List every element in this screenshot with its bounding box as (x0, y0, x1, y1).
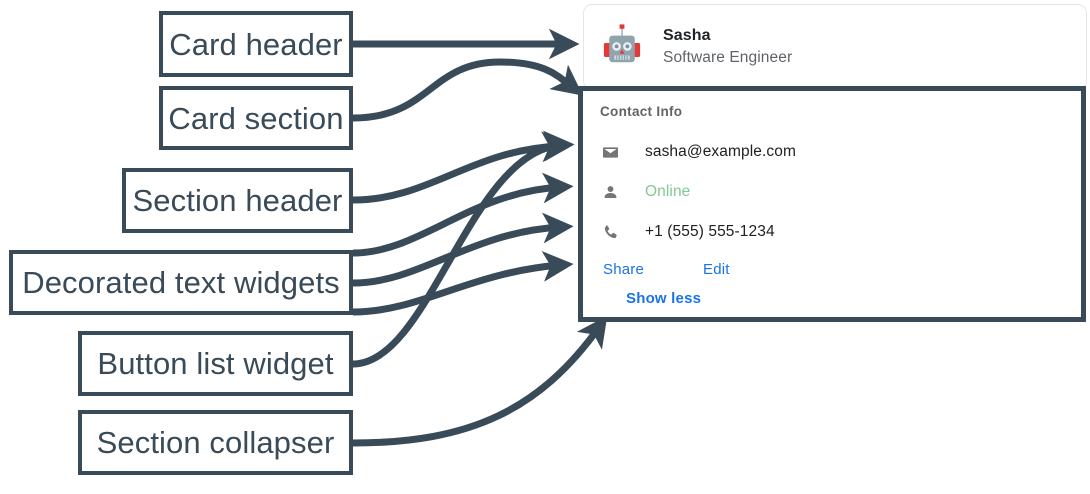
arrow-section-header (352, 131, 573, 204)
label-box-card-section: Card section (159, 86, 353, 150)
label-box-decorated-text-widgets: Decorated text widgets (9, 250, 353, 315)
card-section: Contact Info sasha@example.com Online (578, 86, 1086, 322)
label-box-section-header: Section header (122, 168, 353, 233)
arrow-decorated-text-3 (352, 251, 574, 316)
profile-card: Sasha Software Engineer (583, 4, 1087, 90)
status-value: Online (645, 183, 691, 200)
decorated-text-widget-phone: +1 (555) 555-1234 (600, 212, 1081, 252)
person-icon (600, 182, 620, 202)
robot-avatar-icon (597, 22, 647, 72)
button-list-widget: Share Edit (594, 257, 1081, 282)
arrow-decorated-text-1 (352, 172, 574, 257)
share-button[interactable]: Share (594, 257, 653, 282)
decorated-text-widget-status: Online (600, 172, 1081, 212)
card-title: Sasha (663, 26, 711, 44)
section-collapser[interactable]: Show less (626, 290, 702, 307)
email-icon (600, 142, 620, 162)
arrow-decorated-text-2 (352, 212, 574, 287)
phone-value: +1 (555) 555-1234 (645, 223, 775, 240)
label-box-button-list-widget: Button list widget (78, 331, 353, 396)
label-box-card-header: Card header (159, 11, 353, 77)
card-header: Sasha Software Engineer (584, 5, 1086, 89)
section-header: Contact Info (600, 104, 683, 119)
edit-button[interactable]: Edit (694, 257, 739, 282)
card-header-text: Sasha Software Engineer (663, 25, 792, 69)
email-value: sasha@example.com (645, 143, 796, 160)
card-section-content: Contact Info sasha@example.com Online (583, 91, 1081, 317)
phone-icon (600, 222, 620, 242)
decorated-text-widget-email: sasha@example.com (600, 132, 1081, 172)
arrow-section-collapser (352, 315, 608, 447)
arrow-button-list (352, 130, 575, 368)
label-box-section-collapser: Section collapser (78, 410, 353, 475)
card-subtitle: Software Engineer (663, 48, 793, 66)
arrow-card-section (352, 58, 583, 122)
